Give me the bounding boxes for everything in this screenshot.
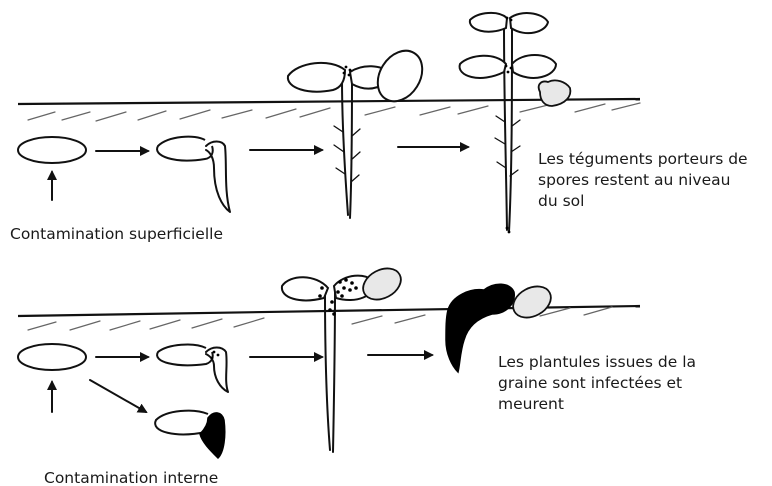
bottom-note-line-1: Les plantules issues de la: [498, 352, 696, 373]
seedling-1-top: [288, 43, 431, 218]
bottom-note: Les plantules issues de la graine sont i…: [498, 352, 696, 415]
top-note-line-2: spores restent au niveau: [538, 170, 748, 191]
top-caption: Contamination superficielle: [10, 225, 223, 243]
seed-top: [18, 137, 86, 163]
top-note-line-1: Les téguments porteurs de: [538, 149, 748, 170]
infected-seed: [155, 411, 225, 458]
top-note: Les téguments porteurs de spores restent…: [538, 149, 748, 212]
seed-bottom: [18, 344, 86, 370]
seed-coat-attached: [358, 262, 406, 306]
seed-coat-on-soil: [539, 80, 571, 106]
bottom-caption: Contamination interne: [44, 469, 218, 486]
arrow-bottom-down: [90, 380, 146, 412]
germinating-seed-top: [157, 137, 230, 212]
bottom-note-line-3: meurent: [498, 394, 696, 415]
top-note-line-3: du sol: [538, 191, 748, 212]
germinating-seed-bottom: [157, 345, 228, 392]
seed-coat-dead: [508, 280, 556, 324]
bottom-note-line-2: graine sont infectées et: [498, 373, 696, 394]
